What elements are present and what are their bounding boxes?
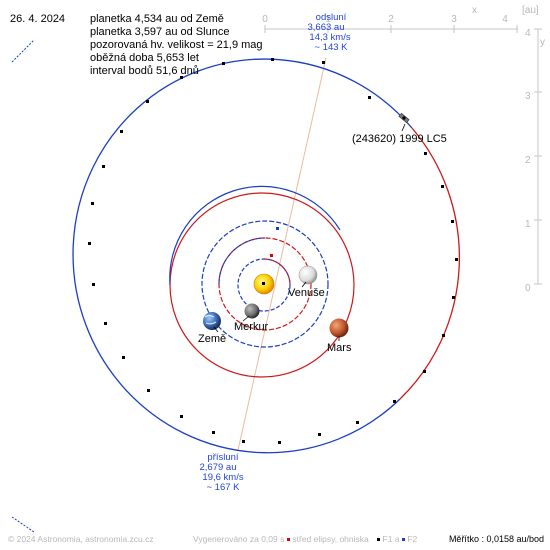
corner-marks (11, 39, 35, 533)
y-tick-label: 3 (525, 91, 531, 102)
asteroid-icon (398, 112, 410, 124)
x-tick-label: 3 (451, 14, 457, 25)
earth-label-leader (213, 326, 219, 333)
info-block: planetka 4,534 au od Země planetka 3,597… (90, 13, 263, 78)
sun-focus-mark (262, 282, 265, 285)
aphelion-speed: 14,3 km/s (309, 32, 350, 43)
legend-f1-label: F1 (382, 534, 393, 544)
info-line-earth-distance: planetka 4,534 au od Země (90, 13, 224, 25)
legend-center-label: střed elipsy, ohniska (292, 534, 369, 544)
footer-copyright: © 2024 Astronomia, astronomia.zcu.cz (8, 534, 154, 544)
earth-orbit (201, 220, 329, 348)
mercury-orbit-red-arc (263, 258, 291, 286)
x-axis-tick-labels: 0 1 2 3 4 (262, 14, 508, 25)
earth-clouds (204, 314, 217, 325)
perihelion-annotation: přísluní 2,679 au 19,6 km/s ~ 167 K (200, 452, 244, 493)
perihelion-temp: ~ 167 K (206, 482, 240, 493)
perihelion-title: přísluní (207, 452, 239, 463)
perihelion-speed: 19,6 km/s (202, 472, 243, 483)
y-tick-label: 2 (525, 155, 531, 166)
mercury-label: Merkur (234, 321, 269, 333)
asteroid-label: (243620) 1999 LC5 (352, 133, 447, 145)
info-line-sun-distance: planetka 3,597 au od Slunce (90, 26, 230, 38)
y-tick-label: 1 (525, 219, 531, 230)
venus-label: Venuše (288, 287, 325, 299)
x-axis (264, 25, 518, 33)
mars-label: Mars (327, 342, 352, 354)
x-axis-letter: x (472, 5, 477, 16)
y-axis-tick-labels: 4 3 2 1 0 (525, 28, 531, 294)
x-tick-label: 2 (388, 14, 394, 25)
footer-legend: střed elipsy, ohniska F1 a F2 (287, 534, 417, 544)
legend-center-mark-icon (287, 538, 290, 542)
x-tick-label: 1 (325, 14, 331, 25)
aphelion-temp: ~ 143 K (314, 42, 348, 53)
legend-f1-mark-icon (377, 538, 381, 542)
info-line-magnitude: pozorovaná hv. velikost = 21,9 mag (90, 39, 263, 51)
mercury (244, 303, 260, 319)
venus-orbit-blue-arc (218, 237, 266, 285)
axis-unit-label: [au] (522, 5, 539, 16)
asteroid-orbit-points (88, 58, 458, 444)
apsis-line (237, 57, 327, 451)
scale-label: Měřítko : 0,0158 au/bod (448, 534, 544, 544)
mars (329, 318, 349, 338)
footer-generated: Vygenerováno za 0,09 s (193, 534, 285, 544)
venus-label-leader (301, 281, 307, 288)
earth-label: Země (198, 333, 226, 345)
info-line-point-interval: interval bodů 51,6 dnů (90, 65, 199, 77)
mercury-label-leader (242, 315, 250, 322)
asteroid-orbit-blue-arc (72, 58, 413, 454)
asteroid-label-leader (401, 123, 406, 132)
y-axis-letter: y (540, 37, 545, 48)
x-tick-label: 4 (502, 14, 508, 25)
y-axis (534, 28, 542, 285)
y-tick-label: 0 (525, 283, 531, 294)
aphelion-distance: 3,663 au (308, 22, 345, 33)
info-line-period: oběžná doba 5,653 let (90, 52, 199, 64)
focus-mark (276, 227, 279, 230)
legend-a-label: a (394, 534, 400, 544)
legend-f2-label: F2 (407, 534, 418, 544)
x-tick-label: 0 (262, 14, 268, 25)
date-label: 26. 4. 2024 (10, 13, 66, 25)
y-tick-label: 4 (525, 28, 531, 39)
earth (203, 312, 221, 330)
perihelion-distance: 2,679 au (200, 462, 237, 473)
aphelion-title: odsluní (316, 12, 347, 23)
venus (298, 265, 318, 285)
asteroid-orbit-red-arc (399, 127, 461, 400)
ellipse-center-mark (270, 254, 273, 257)
aphelion-annotation: odsluní 3,663 au 14,3 km/s ~ 143 K (308, 12, 351, 53)
legend-f2-mark-icon (401, 538, 405, 542)
mars-orbit-blue-arc (169, 185, 341, 286)
